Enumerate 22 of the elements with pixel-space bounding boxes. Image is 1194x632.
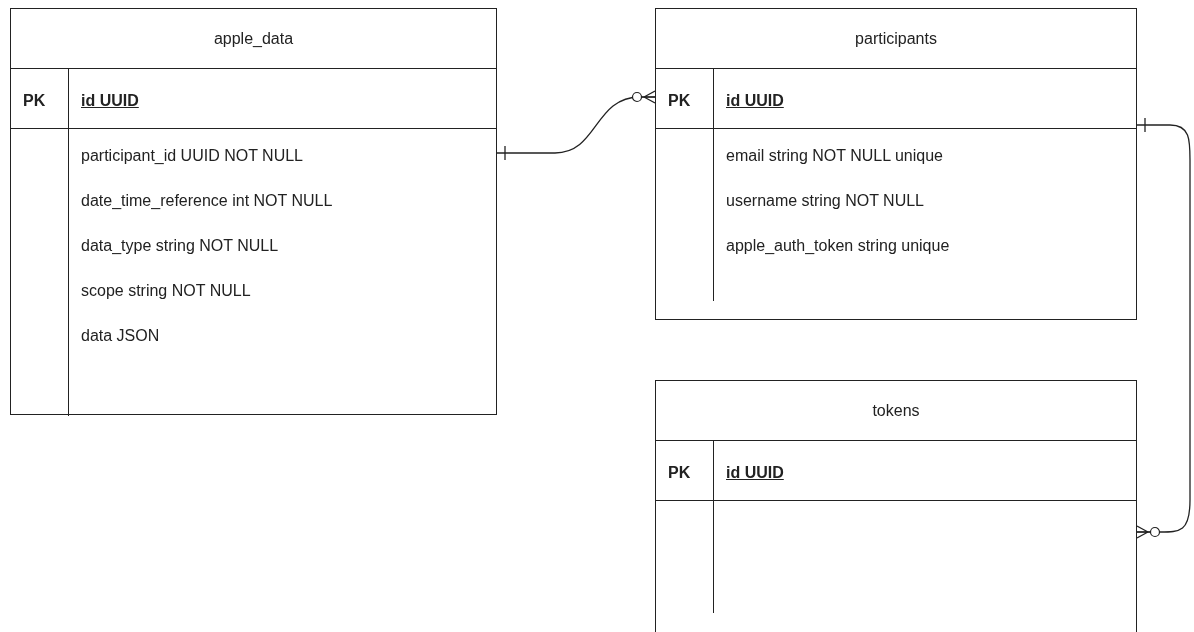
column-field: data_type string NOT NULL bbox=[81, 234, 279, 258]
primary-key-field: id UUID bbox=[81, 89, 139, 113]
column-field: apple_auth_token string unique bbox=[726, 234, 950, 258]
column-field: data JSON bbox=[81, 324, 160, 348]
entity-table bbox=[655, 380, 1137, 632]
primary-key-field: id UUID bbox=[726, 89, 784, 113]
table-name: participants bbox=[855, 28, 937, 49]
column-field: date_time_reference int NOT NULL bbox=[81, 189, 333, 213]
column-field: participant_id UUID NOT NULL bbox=[81, 144, 303, 168]
column-field: email string NOT NULL unique bbox=[726, 144, 943, 168]
key-label: PK bbox=[668, 91, 691, 111]
table-name: apple_data bbox=[213, 28, 294, 49]
entity-table bbox=[655, 8, 1137, 320]
key-label: PK bbox=[23, 91, 46, 111]
entity-table bbox=[10, 8, 497, 415]
relationship-line bbox=[496, 90, 656, 161]
primary-key-field: id UUID bbox=[726, 461, 784, 485]
key-label: PK bbox=[668, 463, 691, 483]
table-name: tokens bbox=[872, 400, 920, 421]
column-field: scope string NOT NULL bbox=[81, 279, 251, 303]
column-field: username string NOT NULL bbox=[726, 189, 924, 213]
relationship-line bbox=[1136, 117, 1191, 539]
